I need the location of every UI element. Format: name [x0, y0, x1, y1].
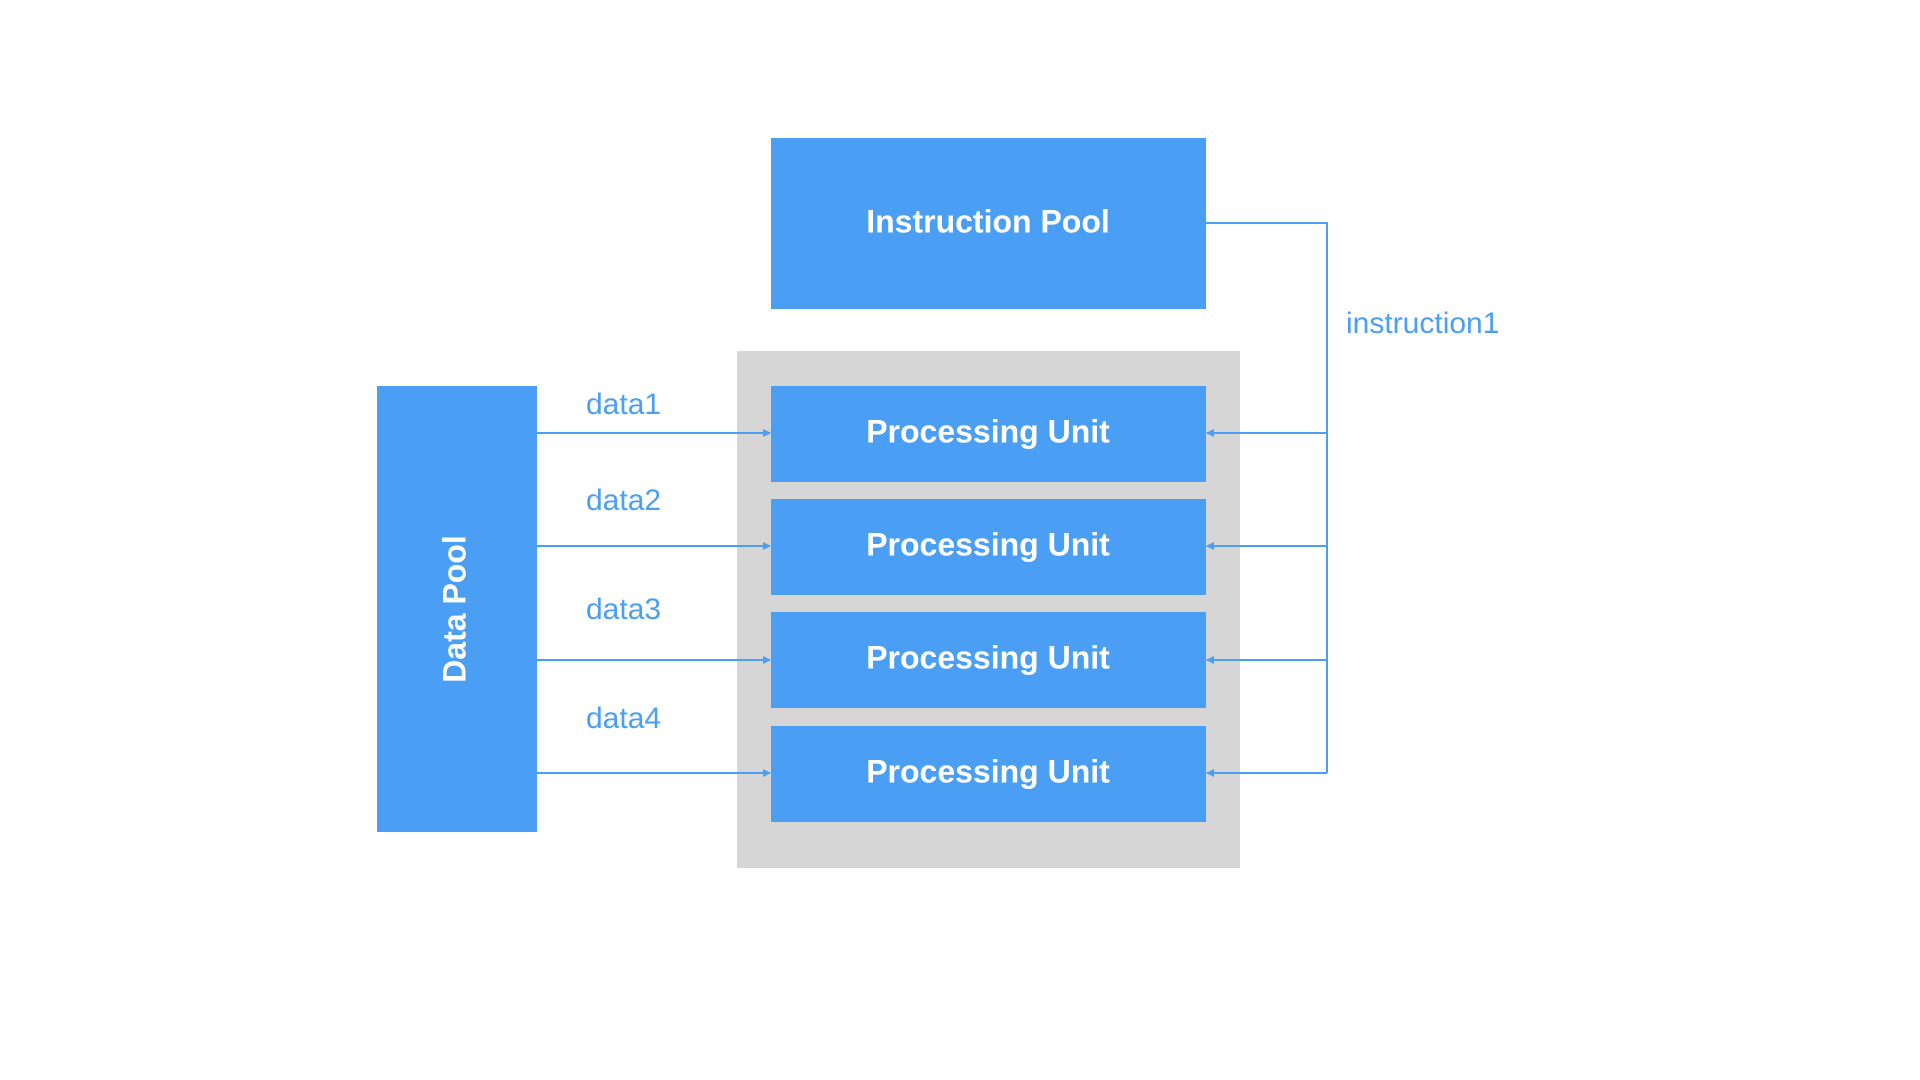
- processing-unit-1: Processing Unit: [771, 386, 1206, 482]
- processing-unit-2: Processing Unit: [771, 499, 1206, 595]
- instruction-label: instruction1: [1346, 307, 1499, 340]
- instruction-bus: [1206, 222, 1328, 777]
- processing-unit-label: Processing Unit: [866, 753, 1110, 789]
- processing-unit-box: [771, 499, 1206, 595]
- processing-unit-box: [771, 726, 1206, 822]
- instruction-bus-trunk: [1206, 222, 1328, 773]
- processing-unit-box: [771, 386, 1206, 482]
- instruction-pool-box: [771, 138, 1206, 309]
- data-pool-label: Data Pool: [436, 535, 472, 683]
- processing-unit-4: Processing Unit: [771, 726, 1206, 822]
- data-pool-box: [377, 386, 537, 832]
- processing-unit-label: Processing Unit: [866, 526, 1110, 562]
- data-arrows: [537, 429, 771, 777]
- processing-unit-box: [771, 612, 1206, 708]
- data-label-3: data3: [586, 593, 661, 626]
- processing-unit-3: Processing Unit: [771, 612, 1206, 708]
- instruction-pool-label: Instruction Pool: [866, 203, 1110, 239]
- instruction-pool: Instruction Pool: [771, 138, 1206, 309]
- data-label-1: data1: [586, 388, 661, 421]
- processing-unit-label: Processing Unit: [866, 413, 1110, 449]
- processing-unit-label: Processing Unit: [866, 639, 1110, 675]
- data-label-2: data2: [586, 484, 661, 517]
- data-pool: Data Pool: [377, 386, 537, 832]
- data-label-4: data4: [586, 702, 661, 735]
